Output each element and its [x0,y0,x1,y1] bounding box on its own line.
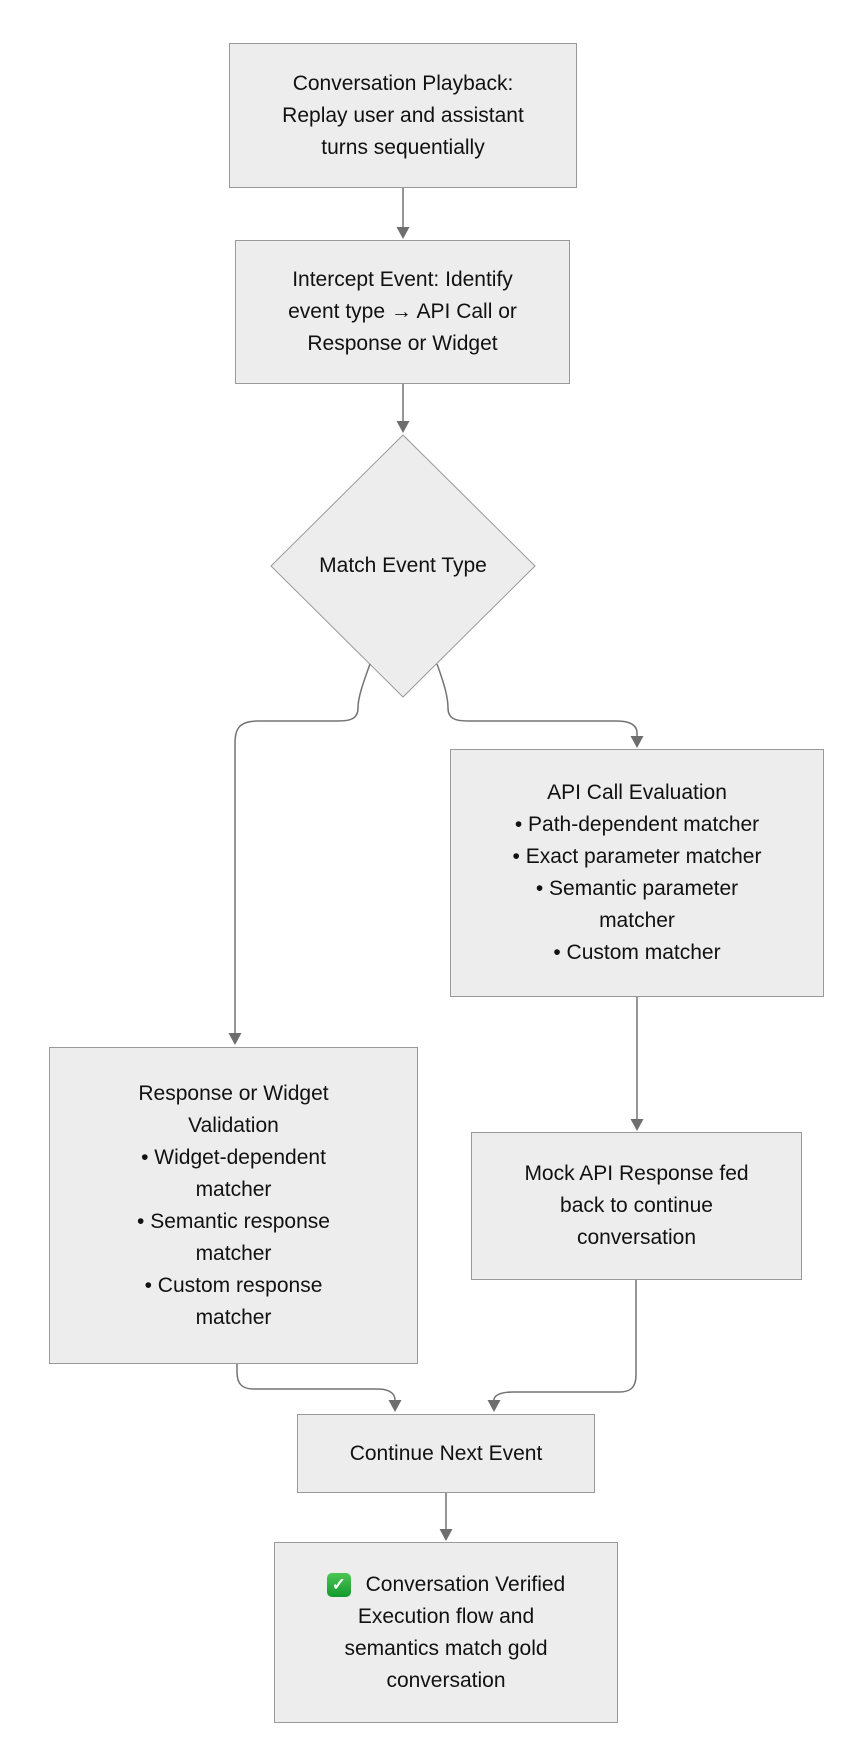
arrowhead [487,1400,501,1412]
node-text-line: Response or Widget [138,1081,329,1105]
node-text-line: Intercept Event: Identify [292,268,513,291]
node-text-line: Continue Next Event [349,1441,543,1465]
arrowhead [630,736,644,748]
node-text-line: ✓ Conversation Verified [275,1569,617,1601]
arrowhead [228,1033,242,1045]
node-conversation-playback: Conversation Playback: Replay user and a… [229,43,577,188]
edge-match-to-api-eval [436,663,638,736]
node-text-line: Replay user and assistant [282,103,524,127]
edge-match-to-validation [234,663,371,1033]
node-text-line: Validation [188,1113,279,1137]
node-text-line: • Semantic parameter [535,877,739,900]
node-text-line: conversation [386,1668,506,1692]
node-text-line: back to continue [560,1194,713,1217]
node-continue-next-event: Continue Next Event [297,1414,595,1493]
node-text-line: • Semantic response [137,1209,330,1233]
arrowhead [396,421,410,433]
arrowhead [396,227,410,239]
node-text-line: Execution flow and [357,1604,535,1628]
node-text-line: • Widget-dependent [141,1145,326,1169]
node-text-line: matcher [195,1305,272,1329]
node-text-line: matcher [195,1177,272,1201]
arrowhead [630,1119,644,1131]
node-text-line: Response or Widget [307,332,498,355]
node-text-line: semantics match gold [344,1636,548,1660]
node-conversation-verified: ✓ Conversation Verified Execution flow a… [274,1542,618,1723]
edge-mock-to-continue [493,1280,637,1401]
node-text-line: matcher [599,909,675,932]
arrowhead [388,1400,402,1412]
node-intercept-event: Intercept Event: Identify event type → A… [235,240,570,384]
edge-validation-to-continue [236,1364,396,1401]
node-text-line: conversation [576,1226,697,1249]
verified-title-text: Conversation Verified [365,1572,566,1596]
node-text-line: • Custom matcher [553,941,721,964]
node-text-line: • Exact parameter matcher [512,845,762,868]
decision-diamond-shape [270,434,536,698]
node-text-line: • Custom response [144,1273,323,1297]
node-api-call-evaluation: API Call Evaluation • Path-dependent mat… [450,749,824,997]
node-text-line: event type → API Call or [288,300,517,323]
node-text-line: • Path-dependent matcher [514,813,760,836]
node-text-line: turns sequentially [321,135,485,159]
node-text-line: API Call Evaluation [547,781,727,804]
node-response-widget-validation: Response or Widget Validation • Widget-d… [49,1047,418,1364]
node-text-line: Mock API Response fed [524,1162,749,1185]
check-icon: ✓ [326,1572,351,1597]
node-text-line: Conversation Playback: [292,71,514,95]
node-match-event-type: Match Event Type [319,554,487,577]
arrowhead [439,1529,453,1541]
node-text-line: matcher [195,1241,272,1265]
node-mock-api-response: Mock API Response fed back to continue c… [471,1132,802,1280]
